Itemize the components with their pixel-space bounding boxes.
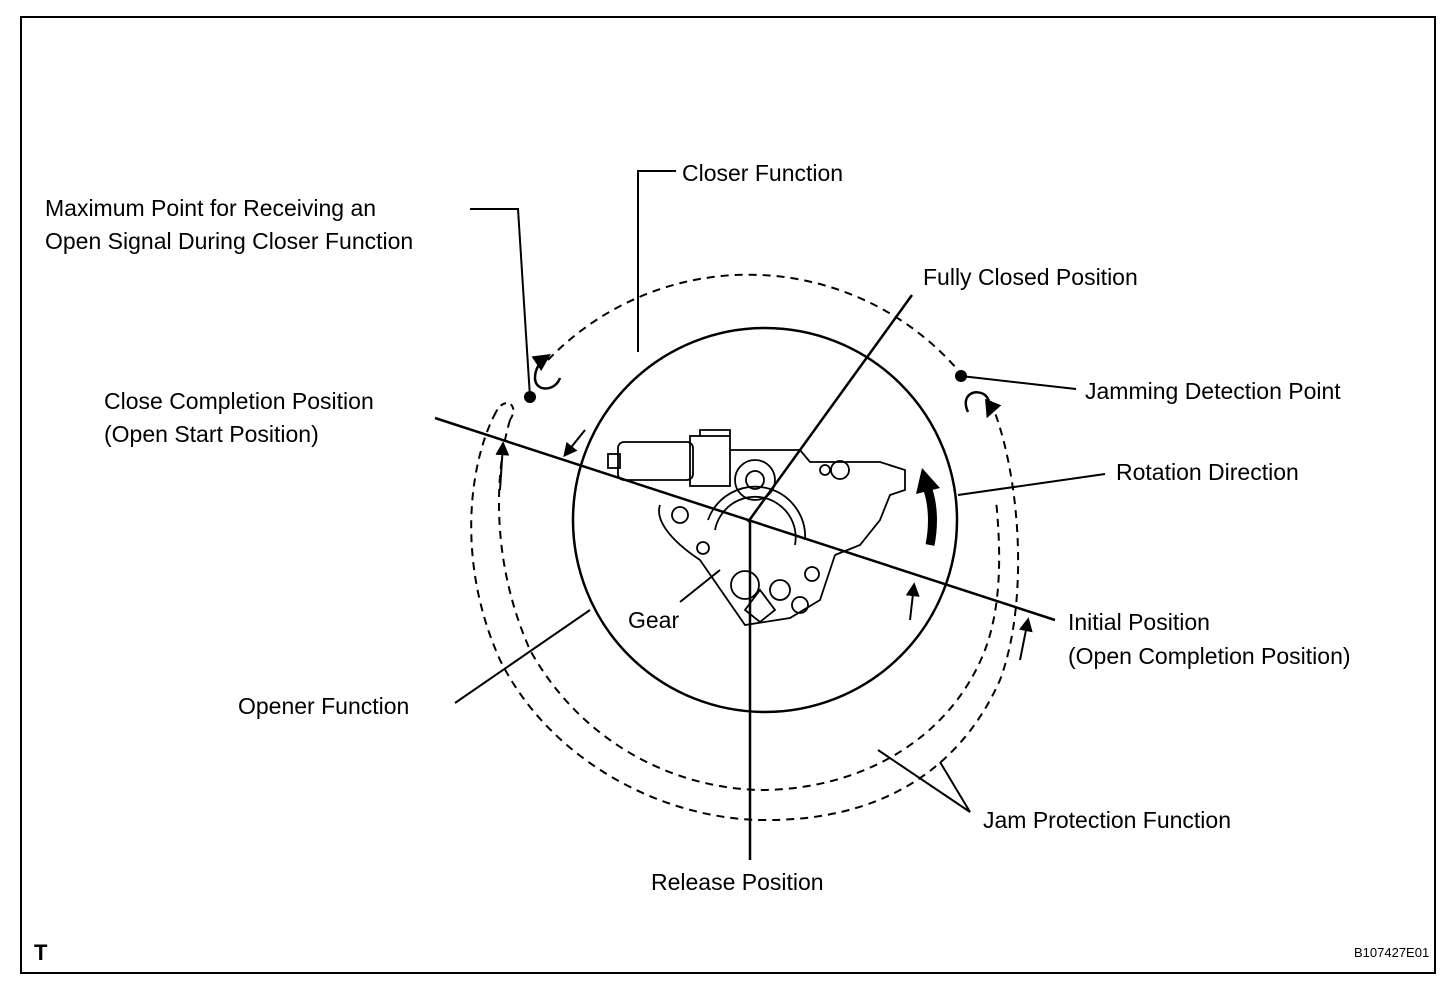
rotation-direction-arrow — [923, 488, 937, 546]
leader-max-point — [470, 208, 531, 398]
label-close-completion-line2: (Open Start Position) — [104, 421, 319, 447]
label-rotation-direction: Rotation Direction — [1116, 459, 1299, 485]
label-release-position: Release Position — [651, 869, 824, 895]
leader-jamming — [960, 375, 1077, 390]
dashed-arrow-up-left — [495, 441, 510, 491]
label-initial-position-line1: Initial Position — [1068, 609, 1210, 635]
label-closer-function: Closer Function — [682, 160, 844, 186]
dashed-arrow-right — [1018, 617, 1033, 661]
leader-jam-protection — [877, 749, 971, 813]
figure-frame — [20, 16, 1436, 974]
label-gear: Gear — [628, 607, 680, 633]
label-jamming-detection-point: Jamming Detection Point — [1085, 378, 1341, 404]
corner-mark: T — [34, 940, 48, 965]
function-circle — [571, 326, 959, 714]
label-close-completion-line1: Close Completion Position — [104, 388, 374, 414]
close-completion-line — [434, 416, 1056, 622]
latch-mechanism-drawing — [607, 429, 906, 626]
hook-dashed-left — [495, 402, 515, 421]
u-turn-left-icon — [531, 354, 562, 390]
label-jam-protection-function: Jam Protection Function — [983, 807, 1232, 833]
outer-dashed-arc — [547, 273, 964, 377]
leader-gear — [679, 569, 721, 603]
leader-rotation — [957, 473, 1106, 496]
label-opener-function: Opener Function — [238, 693, 410, 719]
label-maximum-point-line2: Open Signal During Closer Function — [45, 228, 414, 254]
solid-arrow-right — [905, 582, 920, 621]
leader-closer-function — [637, 170, 676, 352]
solid-arrow-left — [563, 429, 586, 458]
leader-opener — [454, 609, 591, 704]
label-fully-closed-position: Fully Closed Position — [923, 264, 1138, 290]
label-initial-position-line2: (Open Completion Position) — [1068, 643, 1351, 669]
rotation-direction-arrowhead — [916, 468, 940, 494]
label-maximum-point-line1: Maximum Point for Receiving an — [45, 195, 377, 221]
inner-dashed-arc — [497, 419, 1001, 792]
u-turn-right-icon — [964, 391, 1002, 419]
left-dashed-loop — [470, 399, 1020, 822]
figure-id: B107427E01 — [1354, 945, 1430, 960]
